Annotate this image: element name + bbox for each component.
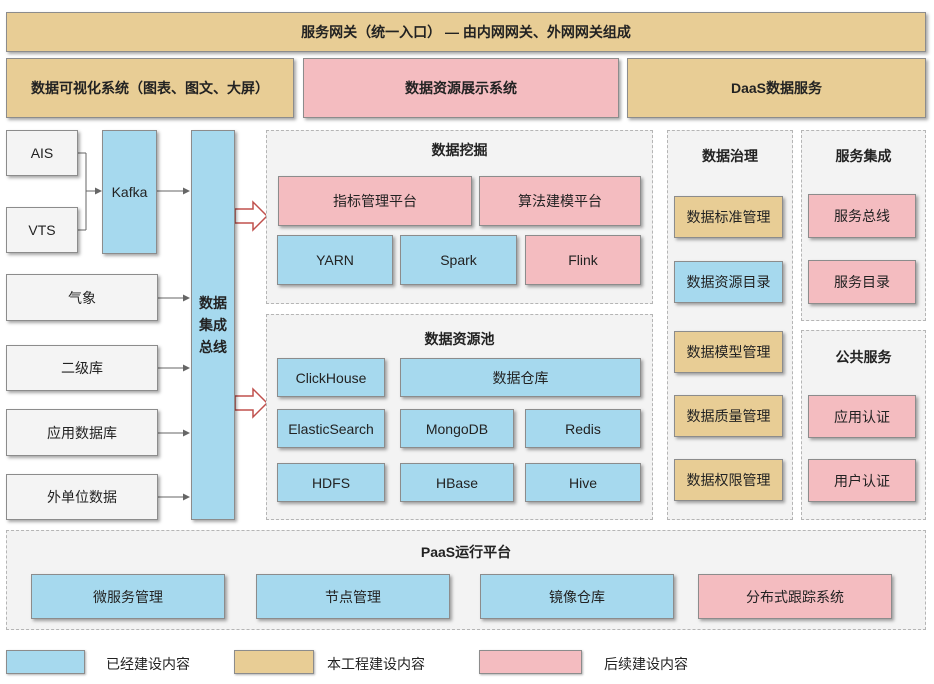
bus-label-line-3: 总线 (199, 339, 227, 355)
governance-item: 数据模型管理 (674, 331, 783, 373)
paas-item-label: 镜像仓库 (549, 588, 605, 605)
governance-item: 数据权限管理 (674, 459, 783, 501)
resource-display-system-box: 数据资源展示系统 (303, 58, 619, 118)
flink-label: Flink (568, 252, 598, 268)
paas-item-label: 分布式跟踪系统 (746, 588, 844, 605)
service-integration-item-label: 服务目录 (834, 274, 890, 290)
paas-item: 镜像仓库 (480, 574, 674, 619)
governance-item-label: 数据权限管理 (686, 472, 771, 488)
data-integration-bus: 数据 集成 总线 (191, 130, 235, 520)
yarn-label: YARN (316, 252, 354, 268)
indicator-platform-label: 指标管理平台 (333, 193, 417, 209)
service-integration-item-label: 服务总线 (834, 208, 890, 224)
service-integration-item: 服务总线 (808, 194, 916, 238)
yarn-box: YARN (277, 235, 393, 285)
spark-label: Spark (440, 252, 477, 268)
service-integration-title: 服务集成 (835, 148, 892, 164)
kafka-label: Kafka (111, 184, 148, 200)
algorithm-platform-box: 算法建模平台 (479, 176, 641, 226)
bus-label-line-2: 集成 (199, 317, 227, 333)
visualization-system-box: 数据可视化系统（图表、图文、大屏） (6, 58, 294, 118)
clickhouse-box: ClickHouse (277, 358, 385, 397)
bus-to-pool-arrow-icon (234, 387, 269, 419)
source-weather-label: 气象 (68, 289, 96, 306)
data-mining-title: 数据挖掘 (431, 142, 488, 158)
data-warehouse-box: 数据仓库 (400, 358, 641, 397)
kafka-box: Kafka (102, 130, 157, 254)
legend-future-label: 后续建设内容 (604, 656, 688, 672)
public-service-item-label: 应用认证 (834, 408, 890, 425)
public-service-item: 用户认证 (808, 459, 916, 502)
source-app-db: 应用数据库 (6, 409, 158, 456)
source-ais-label: AIS (30, 145, 54, 161)
paas-item: 微服务管理 (31, 574, 225, 619)
service-gateway-label: 服务网关（统一入口） — 由内网网关、外网网关组成 (301, 24, 631, 40)
hive-label: Hive (568, 474, 597, 491)
governance-item-label: 数据模型管理 (686, 344, 771, 360)
data-governance-panel: 数据治理 (667, 130, 793, 520)
public-service-item: 应用认证 (808, 395, 916, 438)
algorithm-platform-label: 算法建模平台 (518, 193, 602, 209)
elasticsearch-label: ElasticSearch (288, 420, 374, 437)
mongodb-label: MongoDB (425, 420, 489, 437)
data-governance-title: 数据治理 (702, 148, 758, 164)
governance-item: 数据质量管理 (674, 395, 783, 437)
hbase-box: HBase (400, 463, 514, 502)
flink-box: Flink (525, 235, 641, 285)
hdfs-label: HDFS (311, 474, 351, 491)
paas-item: 分布式跟踪系统 (698, 574, 892, 619)
source-vts-label: VTS (28, 222, 56, 238)
public-service-title: 公共服务 (835, 349, 892, 365)
bus-label-line-1: 数据 (199, 295, 227, 311)
daas-service-label: DaaS数据服务 (730, 80, 823, 96)
source-external-data-label: 外单位数据 (47, 489, 117, 505)
governance-item-label: 数据标准管理 (686, 209, 771, 225)
source-ais: AIS (6, 130, 78, 176)
source-external-data: 外单位数据 (6, 474, 158, 520)
hdfs-box: HDFS (277, 463, 385, 502)
paas-item-label: 节点管理 (325, 588, 381, 605)
spark-box: Spark (400, 235, 517, 285)
paas-item: 节点管理 (256, 574, 450, 619)
bus-to-mining-arrow-icon (234, 200, 269, 232)
legend-this-project-label: 本工程建设内容 (327, 656, 425, 672)
paas-platform-title: PaaS运行平台 (420, 544, 512, 560)
source-secondary-db: 二级库 (6, 345, 158, 391)
elasticsearch-box: ElasticSearch (277, 409, 385, 448)
governance-item: 数据资源目录 (674, 261, 783, 303)
hive-box: Hive (525, 463, 641, 502)
source-app-db-label: 应用数据库 (47, 424, 117, 441)
service-integration-item: 服务目录 (808, 260, 916, 304)
indicator-platform-box: 指标管理平台 (278, 176, 472, 226)
legend-future-swatch (479, 650, 582, 674)
paas-item-label: 微服务管理 (93, 588, 163, 605)
governance-item-label: 数据资源目录 (686, 274, 771, 290)
source-secondary-db-label: 二级库 (61, 360, 103, 376)
public-service-item-label: 用户认证 (834, 472, 890, 489)
data-warehouse-label: 数据仓库 (492, 369, 549, 386)
redis-label: Redis (565, 420, 601, 437)
resource-display-system-label: 数据资源展示系统 (405, 80, 517, 96)
service-gateway-bar: 服务网关（统一入口） — 由内网网关、外网网关组成 (6, 12, 926, 52)
governance-item-label: 数据质量管理 (686, 408, 771, 424)
visualization-system-label: 数据可视化系统（图表、图文、大屏） (31, 80, 269, 96)
data-resource-pool-title: 数据资源池 (424, 331, 495, 347)
redis-box: Redis (525, 409, 641, 448)
mongodb-box: MongoDB (400, 409, 514, 448)
source-weather: 气象 (6, 274, 158, 321)
legend-this-project-swatch (234, 650, 314, 674)
governance-item: 数据标准管理 (674, 196, 783, 238)
legend-built-label: 已经建设内容 (106, 656, 190, 672)
legend-built-swatch (6, 650, 85, 674)
clickhouse-label: ClickHouse (295, 369, 367, 386)
hbase-label: HBase (435, 474, 479, 491)
source-vts: VTS (6, 207, 78, 253)
daas-service-box: DaaS数据服务 (627, 58, 926, 118)
